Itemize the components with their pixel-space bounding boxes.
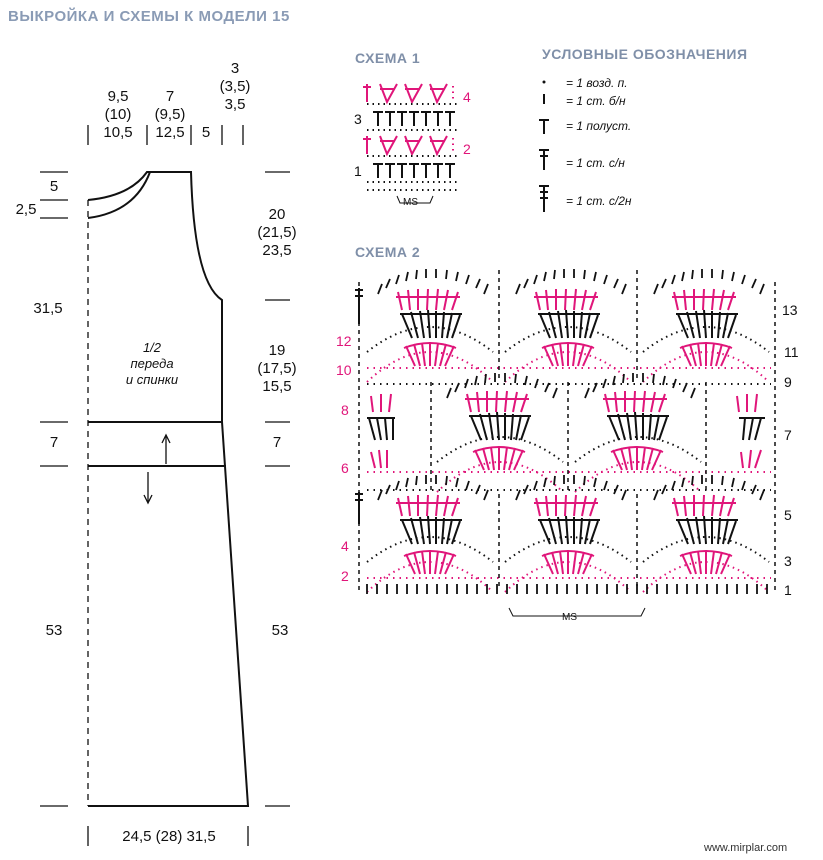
watermark: www.mirplar.com <box>704 842 788 854</box>
body-dimension: 19(17,5)15,5 <box>257 342 297 395</box>
piece-outline <box>87 171 250 807</box>
legend-icons <box>539 80 549 212</box>
scheme2-row-5: 5 <box>784 507 792 523</box>
neck-drop-dimension: 5 <box>49 178 59 195</box>
scheme1-title: СХЕМА 1 <box>355 50 421 66</box>
t-icon <box>539 119 549 134</box>
band-left-dimension: 7 <box>49 434 59 451</box>
bottom-width-dimension: 24,5 (28) 31,5 <box>122 828 216 845</box>
scheme2-black-chain-rows <box>367 383 771 491</box>
scheme2-foundation-row <box>366 584 768 594</box>
skirt-left-dimension: 53 <box>45 622 63 639</box>
scheme2-repeat-label: MS <box>562 612 577 623</box>
scheme2-block-top <box>377 268 765 367</box>
upper-length-dimension: 31,5 <box>33 300 63 317</box>
legend-item-tr: = 1 ст. с/2н <box>566 194 632 208</box>
legend-item-sc: = 1 ст. б/н <box>566 94 626 108</box>
scheme1-repeat-bracket <box>396 195 434 204</box>
scheme2-block-middle <box>367 372 765 471</box>
scheme2-row-4: 4 <box>341 538 349 554</box>
scheme1-repeat-label: MS <box>403 197 418 208</box>
right-dimension-ticks <box>265 171 290 807</box>
scheme2-row-7: 7 <box>784 427 792 443</box>
scheme2-repeat-bracket <box>508 607 646 617</box>
scheme2-row-8: 8 <box>341 402 349 418</box>
dot-icon <box>542 80 546 84</box>
bottom-dimension-ticks <box>87 826 249 846</box>
scheme2-row-9: 9 <box>784 374 792 390</box>
legend-item-hdc: = 1 полуст. <box>566 119 632 133</box>
scheme2-separators <box>358 270 776 592</box>
neck-dimension: 7(9,5)12,5 <box>154 88 186 141</box>
gap-dimension: 5 <box>201 124 211 141</box>
scheme2-title: СХЕМА 2 <box>355 244 421 260</box>
scheme2-pink-chain-rows <box>367 367 771 579</box>
scheme2-left-edge <box>355 288 363 524</box>
scheme1-row-4: 4 <box>463 89 471 105</box>
skirt-right-dimension: 53 <box>271 622 289 639</box>
scheme2-chain-arcs <box>366 326 770 593</box>
scheme2-row-11: 11 <box>784 344 799 360</box>
double-cross-icon <box>539 185 549 212</box>
legend-item-chain: = 1 возд. п. <box>566 76 628 90</box>
scheme1-row-2: 2 <box>463 141 471 157</box>
scheme2-row-10: 10 <box>336 362 352 378</box>
scheme2-row-1: 1 <box>784 582 792 598</box>
left-dimension-ticks <box>40 171 68 807</box>
back-neck-dimension: 2,5 <box>15 201 37 218</box>
scheme1-row-1: 1 <box>354 163 362 179</box>
page-title: ВЫКРОЙКА И СХЕМЫ К МОДЕЛИ 15 <box>8 8 290 25</box>
top-dimension-ticks <box>87 125 244 145</box>
cross-icon <box>539 149 549 170</box>
shoulder-dimension: 9,5(10)10,5 <box>103 88 133 141</box>
scheme1-row-3: 3 <box>354 111 362 127</box>
scheme1-black-rows <box>373 111 455 178</box>
scheme2-chart <box>355 268 776 617</box>
scheme2-row-3: 3 <box>784 553 792 569</box>
legend-title: УСЛОВНЫЕ ОБОЗНАЧЕНИЯ <box>542 46 748 62</box>
scheme1-chain-dots <box>367 103 460 191</box>
neck-depth-dimension: 3(3,5)3,5 <box>219 60 251 113</box>
pattern-drawing <box>40 125 290 846</box>
scheme1-chart <box>363 83 460 204</box>
scheme2-row-12: 12 <box>336 333 352 349</box>
legend-item-dc: = 1 ст. с/н <box>566 156 625 170</box>
band-right-dimension: 7 <box>272 434 282 451</box>
scheme1-pink-rows <box>363 83 448 157</box>
scheme2-row-6: 6 <box>341 460 349 476</box>
armhole-dimension: 20(21,5)23,5 <box>257 206 297 259</box>
direction-arrows <box>143 433 171 505</box>
scheme2-row-13: 13 <box>782 302 798 318</box>
scheme2-row-2: 2 <box>341 568 349 584</box>
